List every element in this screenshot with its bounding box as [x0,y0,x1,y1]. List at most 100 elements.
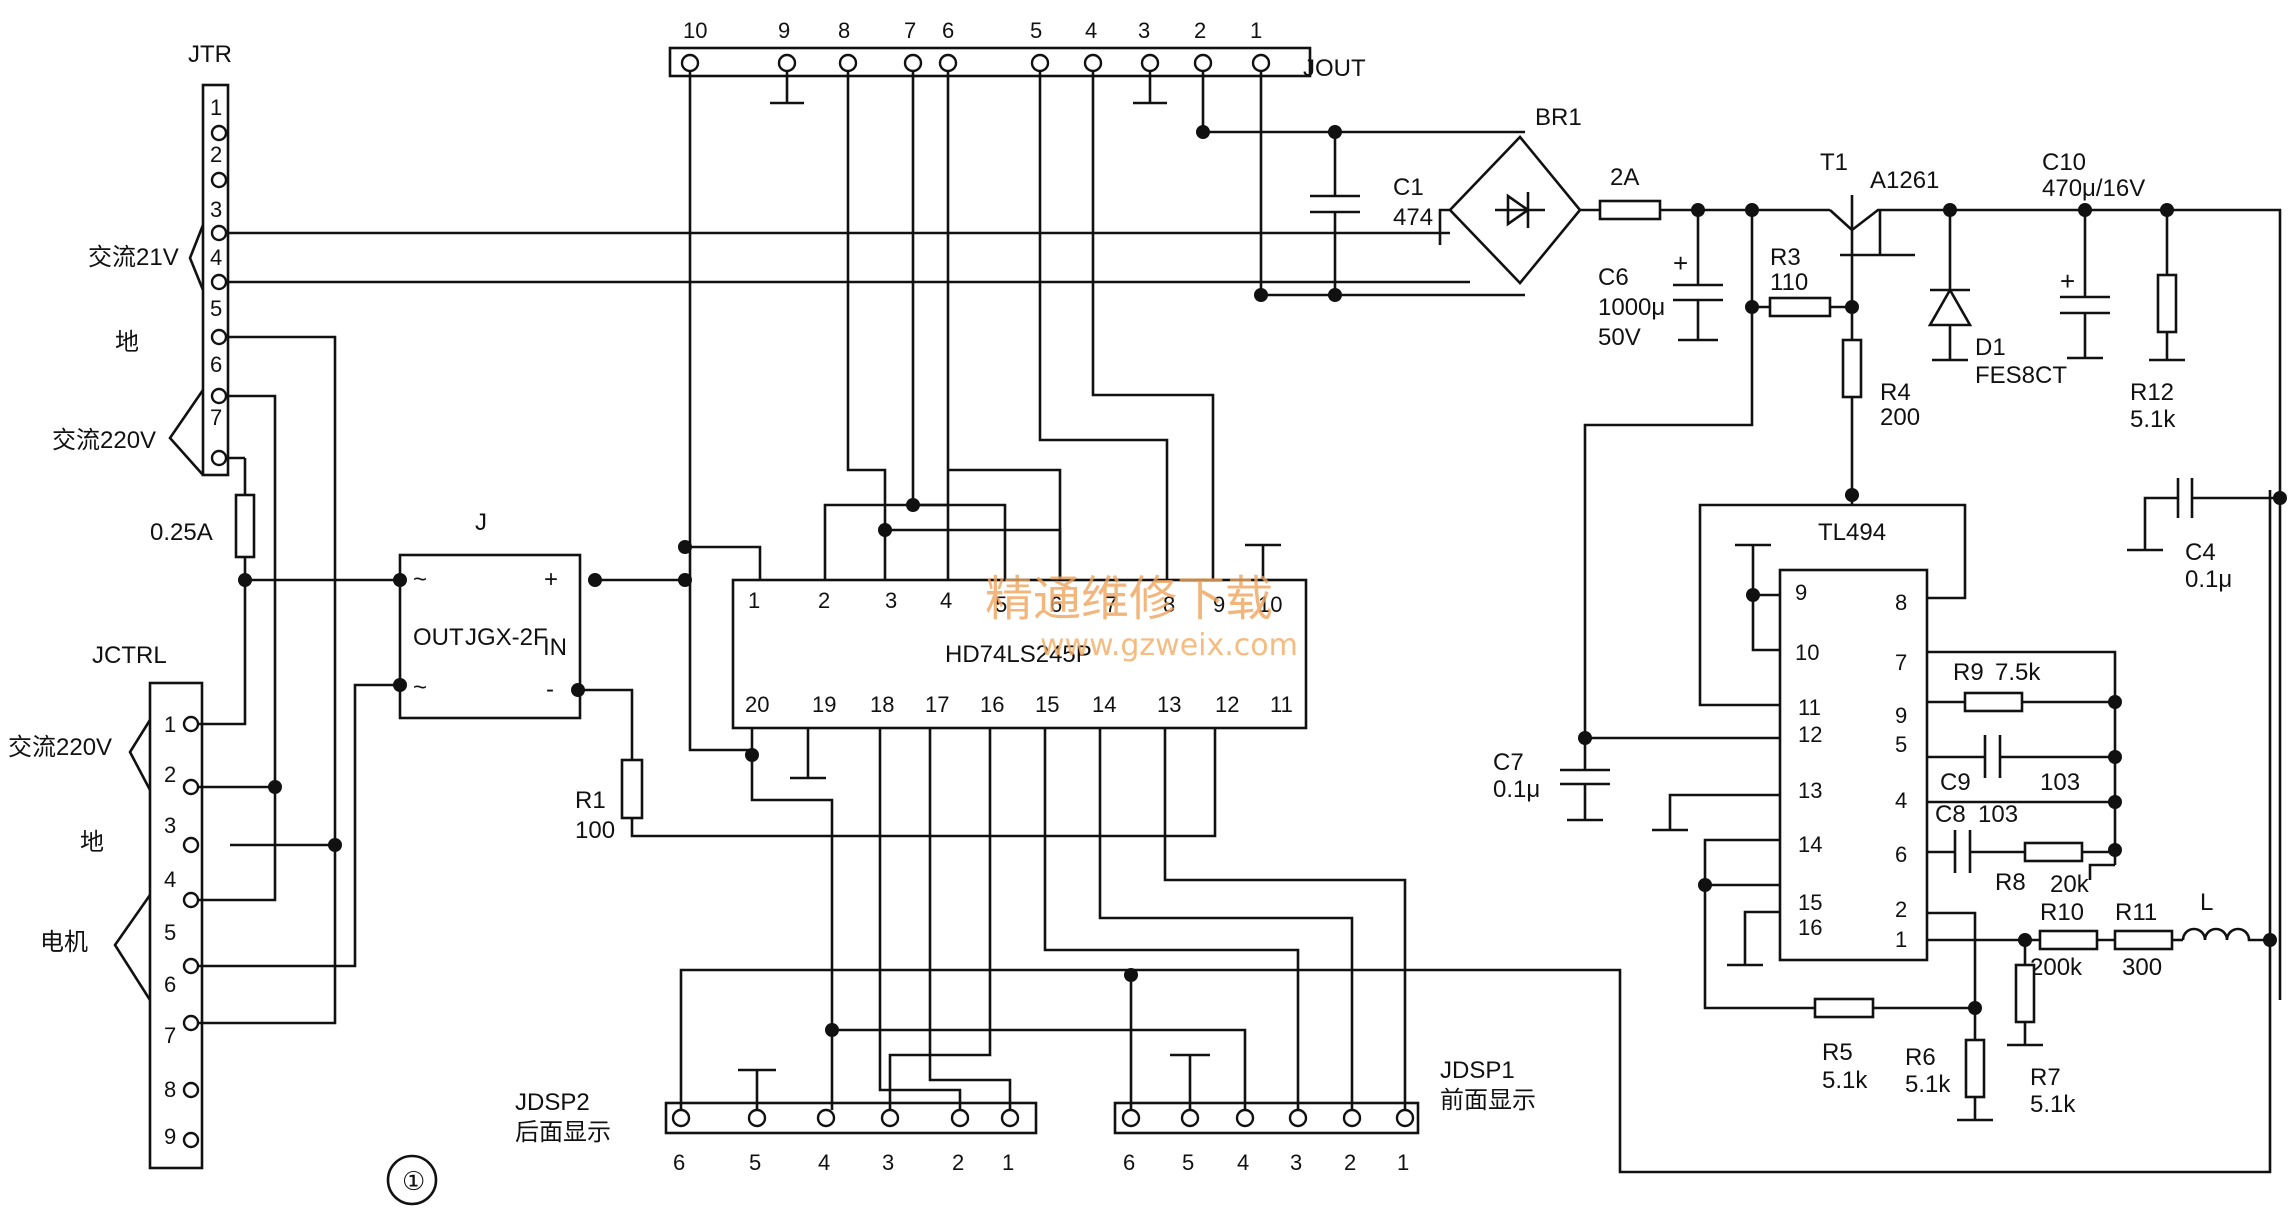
wire [2088,863,2115,880]
r10-label: R10 [2040,899,2084,926]
r7-label: R7 [2030,1064,2061,1091]
junction [2108,843,2122,857]
jtr-pin-number: 7 [210,405,222,430]
jdsp1-pin-number: 2 [1344,1150,1356,1175]
wire [1098,728,1354,1110]
relay-plus: + [544,566,558,593]
jdsp2-caption: 后面显示 [515,1119,611,1146]
r6-value: 5.1k [1905,1071,1951,1098]
ic-pin-number: 16 [1798,915,1822,940]
jdsp2-pin [1000,1108,1020,1128]
ground-symbol [2007,1022,2043,1047]
ic-pin-number: 1 [1895,927,1907,952]
jout-pin-number: 1 [1250,18,1262,43]
relay-out-label: OUT [413,624,464,651]
jtr-label: JTR [188,41,232,68]
br1-label: BR1 [1535,104,1582,131]
jctrl-label: JCTRL [92,642,167,669]
jctrl-pin-number: 3 [164,813,176,838]
c6-voltage: 50V [1598,324,1641,351]
jdsp2-body [664,1101,1038,1135]
ic-hd74ls245p: HD74LS245P 1 2 3 4 5 6 7 8 9 10 20 19 18… [731,543,1308,780]
r10-resistor [2038,929,2099,951]
c8-capacitor [1927,830,2025,873]
c9-value: 103 [2040,769,2080,796]
wire [832,1028,1247,1110]
c6-label: C6 [1598,264,1629,291]
wire [226,335,337,847]
ic-pin-number: 4 [940,588,952,613]
wire [1583,307,1754,738]
r5-label: R5 [1822,1039,1853,1066]
r3-resistor [1768,296,1832,318]
t1-base [1840,210,1915,257]
ic-pin-number: 15 [1798,890,1822,915]
jout-pin-number: 3 [1138,18,1150,43]
figure-number-circle [386,1154,438,1206]
t1-transistor [1829,195,1940,255]
ground-symbol [1735,543,1780,652]
jout-pin [777,53,797,73]
wire [198,683,400,968]
jout-pin-number: 7 [904,18,916,43]
jdsp1-pin [1121,1108,1141,1128]
c10-value: 470μ/16V [2042,175,2145,202]
c9-capacitor [1927,735,2115,778]
ic-tl494-model: TL494 [1818,519,1886,546]
jdsp2-pin-number: 2 [952,1150,964,1175]
wire [1940,208,2282,1000]
jtr-pin [210,449,228,467]
junction [1196,125,1210,139]
jtr-pin-number: 2 [210,142,222,167]
relay-tilde: ~ [413,566,427,593]
jtr-ac21-brace [188,224,205,291]
jdsp2-pin-number: 3 [882,1150,894,1175]
ground-symbol [1727,910,1780,967]
watermark-url: www.gzweix.com [1040,628,1298,663]
ic-pin-number: 5 [995,592,1007,617]
jtr-pin-number: 3 [210,197,222,222]
ic-pin-number: 9 [1795,580,1807,605]
wire [578,688,634,760]
r10-value: 200k [2030,954,2083,981]
r1-label: R1 [575,787,606,814]
jdsp2-pin-number: 1 [1002,1150,1014,1175]
wire [1201,71,1337,196]
jout-pin-number: 4 [1085,18,1097,43]
ic-pin-number: 1 [748,588,760,613]
r7-resistor [2014,963,2036,1024]
jtr-pin [210,273,228,291]
fuse-2a [1598,199,1662,221]
c6-plus: + [1673,248,1688,278]
junction [1254,288,1268,302]
relay-in-label: IN [543,634,567,661]
wire [688,71,752,752]
wire [1438,208,1450,245]
jout-body [668,46,1312,78]
ground-symbol [1170,1053,1210,1110]
wire [888,728,992,1110]
wire [911,71,948,507]
r11-resistor [2113,929,2174,951]
c6-value: 1000μ [1598,294,1665,321]
wire [630,728,1217,838]
r12-resistor [2156,273,2178,334]
r5-value: 5.1k [1822,1067,1868,1094]
jtr-ground-label: 地 [115,329,139,356]
c4-capacitor [2127,478,2280,552]
ic-pin-number: 8 [1163,592,1175,617]
ic-pin-number: 12 [1798,722,1822,747]
jctrl-pin-number: 7 [164,1023,176,1048]
jout-label: JOUT [1303,55,1366,82]
jtr-ac220-brace [168,389,205,476]
wire [198,394,277,902]
jctrl-ac220-brace [128,719,152,791]
jtr-ac21-label: 交流21V [88,244,179,271]
jout-pin-number: 9 [778,18,790,43]
jdsp1-pin [1288,1108,1308,1128]
jtr-pin-number: 4 [210,245,222,270]
jdsp2-pin-number: 4 [818,1150,830,1175]
jctrl-pin [182,715,200,733]
jctrl-pin-number: 8 [164,1077,176,1102]
